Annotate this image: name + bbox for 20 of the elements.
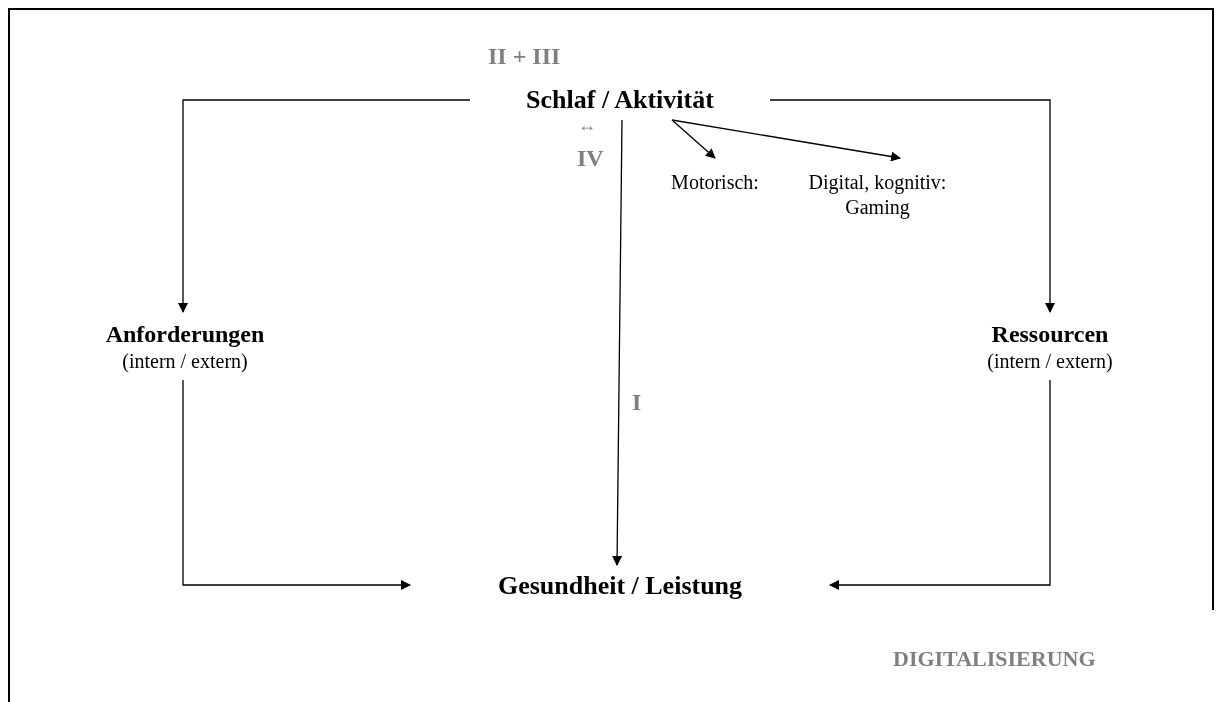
bidirectional-symbol: ↔ [578,116,596,134]
arrow [829,379,1051,590]
arrow [769,99,1055,313]
arrow [178,99,471,313]
roman-numeral-label: I [632,390,642,414]
corner-label: DIGITALISIERUNG [893,648,1096,670]
node-title: Schlaf / Aktivität [526,83,714,116]
node-title: Digital, kognitiv: Gaming [807,170,948,220]
node-subtitle: (intern / extern) [987,348,1113,374]
node-title: Ressourcen [991,319,1109,349]
arrow [182,379,411,590]
roman-numeral-label: IV [577,146,604,170]
arrow [671,119,716,159]
arrow [671,119,901,162]
node-title: Anforderungen [105,319,265,349]
arrow [612,119,623,566]
node-title: Gesundheit / Leistung [497,569,743,602]
roman-numeral-label: II + III [488,44,561,68]
node-title: Motorisch: [671,170,759,195]
node-subtitle: (intern / extern) [122,348,248,374]
